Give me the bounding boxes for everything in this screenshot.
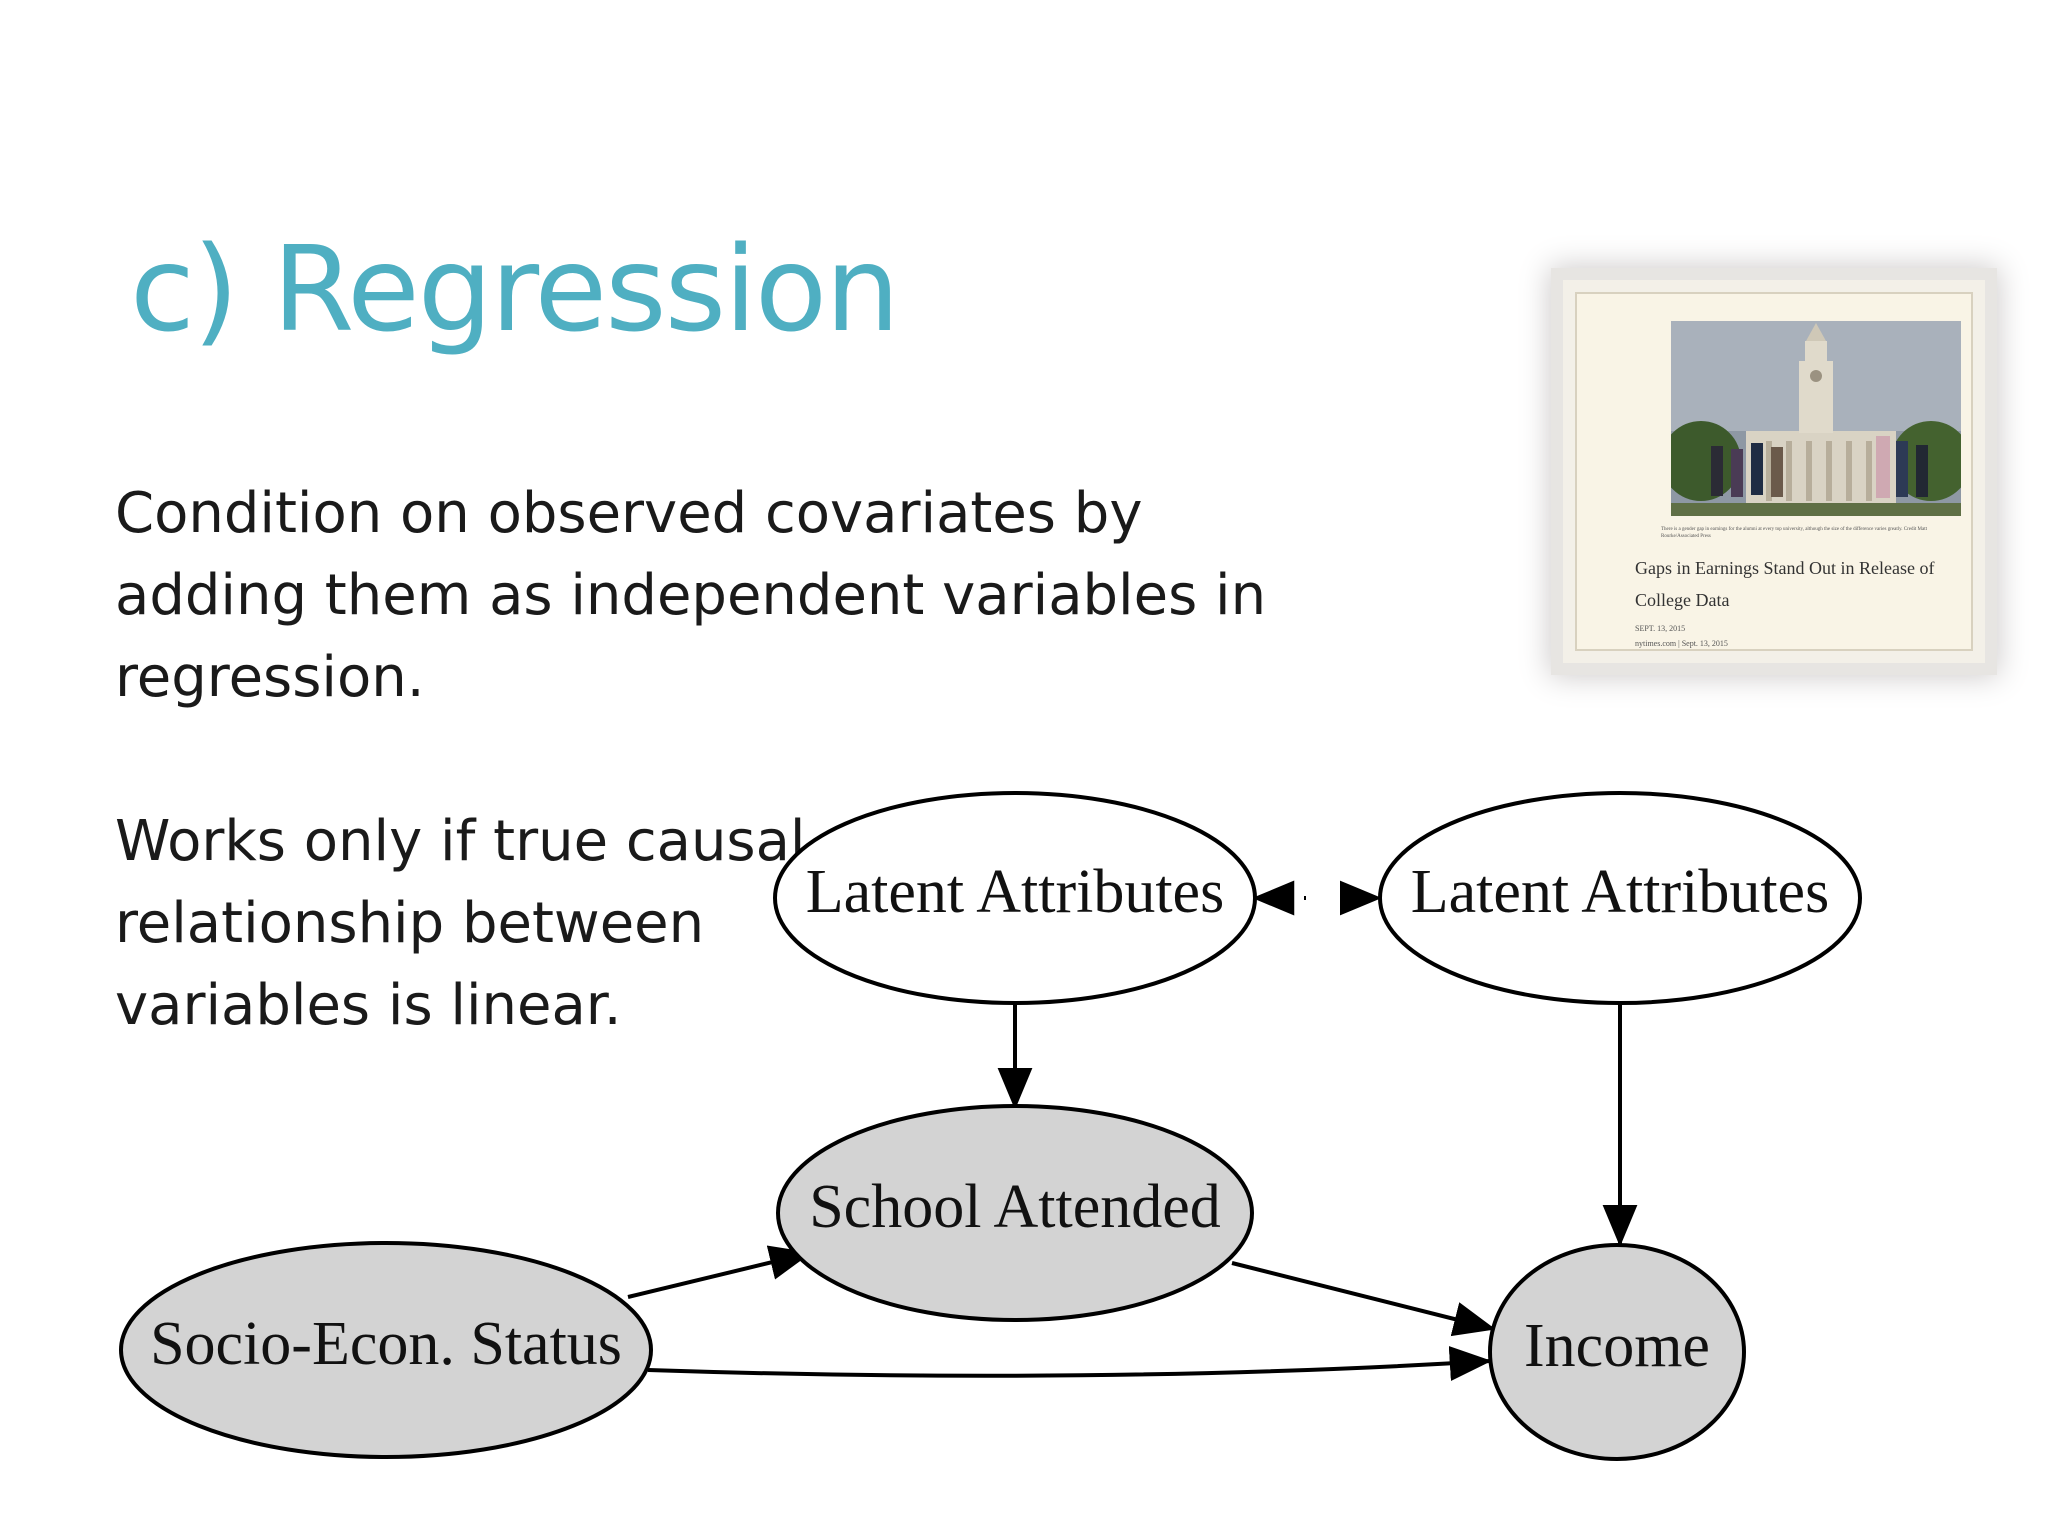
news-card-body: There is a gender gap in earnings for th… — [1575, 292, 1973, 651]
paragraph-line: adding them as independent variables in — [115, 563, 1267, 628]
edge-socio-to-income — [647, 1346, 1492, 1381]
node-socio-econ-status: Socio-Econ. Status — [119, 1241, 653, 1459]
node-school-attended: School Attended — [776, 1104, 1254, 1322]
paragraph-line: Condition on observed covariates by — [115, 481, 1143, 546]
node-label: Socio-Econ. Status — [150, 1310, 622, 1378]
node-income: Income — [1488, 1243, 1746, 1461]
article-source: nytimes.com | Sept. 13, 2015 — [1635, 639, 1728, 648]
photo-caption: There is a gender gap in earnings for th… — [1661, 527, 1927, 539]
paragraph-linear-assumption: Works only if true causal relationship b… — [115, 801, 815, 1047]
node-label: School Attended — [809, 1173, 1221, 1241]
node-latent-attributes-left: Latent Attributes — [773, 791, 1257, 1005]
article-headline: Gaps in Earnings Stand Out in Release of… — [1635, 558, 1935, 610]
paragraph-line: Works only if true causal — [115, 809, 806, 874]
node-label: Latent Attributes — [806, 858, 1224, 926]
paragraph-condition-covariates: Condition on observed covariates by addi… — [115, 473, 1267, 719]
campus-photo — [1671, 321, 1961, 516]
node-label: Latent Attributes — [1411, 858, 1829, 926]
article-date: SEPT. 13, 2015 — [1635, 624, 1686, 633]
node-latent-attributes-right: Latent Attributes — [1378, 791, 1862, 1005]
edge-school-to-income — [1231, 1261, 1496, 1337]
edge-socio-to-school — [627, 1245, 812, 1299]
paragraph-line: variables is linear. — [115, 973, 622, 1038]
news-article-thumbnail: There is a gender gap in earnings for th… — [1563, 280, 1985, 663]
paragraph-line: relationship between — [115, 891, 705, 956]
paragraph-line: regression. — [115, 645, 425, 710]
node-label: Income — [1524, 1312, 1710, 1380]
slide-title: c) Regression — [130, 220, 900, 358]
